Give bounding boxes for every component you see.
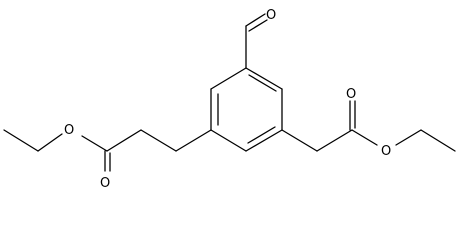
chain-bond [106,129,142,152]
ester1-carbonyl-oxygen-label: O [100,176,110,191]
benzene-ring [210,67,283,152]
chain-bond [316,129,353,152]
ester1-c-o-bond [81,135,108,152]
aldehyde-group: O [245,8,276,69]
ring-double-bond-inner [248,74,277,92]
cho-double-bond [248,19,268,32]
chain-bond [175,129,212,152]
ring-bond [210,67,247,90]
molecule-structure-diagram: O O O O O [3,8,456,191]
ester2-c-o-bond [351,129,378,146]
ester1-ether-oxygen-label: O [64,123,74,138]
ethyl-acetate-chain: O O [281,87,456,159]
chain-bond [281,129,318,152]
ring-bond [245,129,283,152]
ester2-ethyl-bond [420,129,456,152]
ester2-carbonyl-oxygen-label: O [346,87,356,102]
ethyl-propanoate-chain: O O [3,123,212,191]
chain-bond [140,129,177,152]
ester1-ethyl-bond [3,129,39,152]
ester2-o-ethyl-bond [395,129,422,146]
ring-double-bond-inner [247,126,276,144]
ring-bond [245,67,283,90]
ring-bond [210,129,247,152]
ester2-ether-oxygen-label: O [381,144,391,159]
ester1-o-ethyl-bond [37,133,63,152]
aldehyde-oxygen-label: O [266,8,276,23]
cho-double-bond [245,13,266,27]
